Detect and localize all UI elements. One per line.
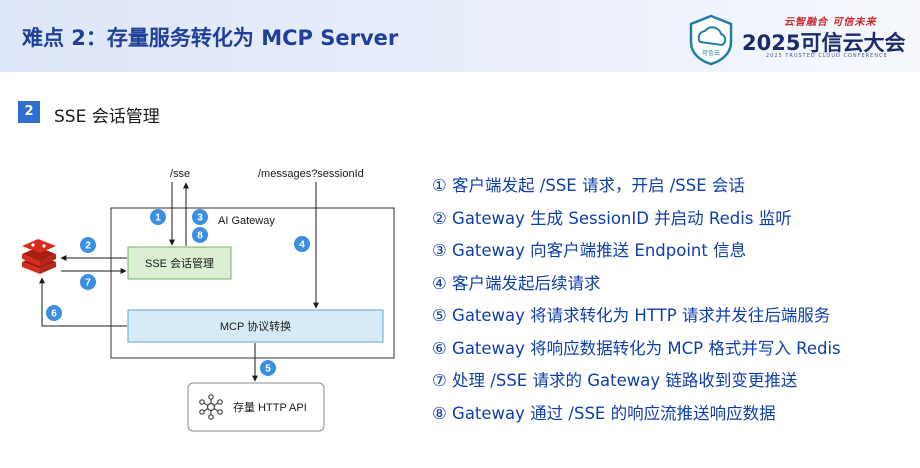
step-item: ⑦ 处理 /SSE 请求的 Gateway 链路收到变更推送: [432, 371, 798, 390]
step-item: ② Gateway 生成 SessionID 并启动 Redis 监听: [432, 208, 792, 228]
arrow-6-to-redis: [39, 277, 127, 327]
step-marker-8-label: 8: [197, 231, 203, 242]
api-network-icon: [199, 394, 223, 420]
sse-architecture-diagram: /sse /messages?sessionId AI Gateway SSE …: [22, 168, 395, 432]
step-list: ① 客户端发起 /SSE 请求，开启 /SSE 会话 ② Gateway 生成 …: [432, 170, 841, 430]
step-marker-3: [192, 209, 208, 225]
step-marker-5-label: 5: [265, 364, 271, 375]
api-box-label: 存量 HTTP API: [233, 400, 307, 414]
conference-name: 2025可信云大会: [742, 31, 906, 55]
step-item: ③ Gateway 向客户端推送 Endpoint 信息: [432, 241, 747, 260]
sse-session-box: [127, 246, 232, 280]
trusted-cloud-logo-icon: 可信云: [689, 14, 733, 66]
section-title: SSE 会话管理: [54, 107, 160, 127]
mcp-box-label: MCP 协议转换: [220, 319, 291, 333]
step-marker-1-label: 1: [155, 213, 161, 224]
step-item: ① 客户端发起 /SSE 请求，开启 /SSE 会话: [432, 176, 745, 195]
endpoint-messages-label: /messages?sessionId: [258, 168, 364, 180]
step-marker-6-label: 6: [51, 309, 57, 320]
step-marker-3-label: 3: [197, 213, 203, 224]
mcp-protocol-box: [127, 309, 384, 343]
section-number-badge: 2: [18, 101, 40, 123]
endpoint-sse-label: /sse: [170, 168, 190, 180]
step-item: ⑥ Gateway 将响应数据转化为 MCP 格式并写入 Redis: [432, 338, 841, 358]
step-marker-6: [46, 305, 62, 321]
step-item: ④ 客户端发起后续请求: [432, 273, 601, 293]
step-marker-2-label: 2: [85, 241, 91, 252]
step-item: ⑤ Gateway 将请求转化为 HTTP 请求并发往后端服务: [432, 306, 831, 325]
step-marker-7: [80, 274, 96, 290]
step-marker-1: [150, 209, 166, 225]
header-banner: 难点 2：存量服务转化为 MCP Server 可信云 云智融合 可信未来 20…: [0, 0, 920, 72]
sse-box-label: SSE 会话管理: [145, 256, 214, 270]
step-marker-2: [80, 237, 96, 253]
step-marker-5: [260, 360, 276, 376]
step-marker-8: [192, 227, 208, 243]
page-title: 难点 2：存量服务转化为 MCP Server: [22, 26, 399, 50]
logo-text: 可信云: [702, 49, 720, 57]
step-marker-4-label: 4: [299, 240, 305, 251]
conference-slogan: 云智融合 可信未来: [784, 17, 877, 28]
conference-subtitle: 2025 TRUSTED CLOUD CONFERENCE: [766, 53, 888, 59]
step-item: ⑧ Gateway 通过 /SSE 的响应流推送响应数据: [432, 403, 776, 423]
step-marker-7-label: 7: [85, 278, 91, 289]
http-api-box: [187, 382, 325, 432]
step-marker-4: [294, 236, 310, 252]
gateway-label: AI Gateway: [218, 215, 275, 227]
redis-icon: [22, 239, 56, 274]
